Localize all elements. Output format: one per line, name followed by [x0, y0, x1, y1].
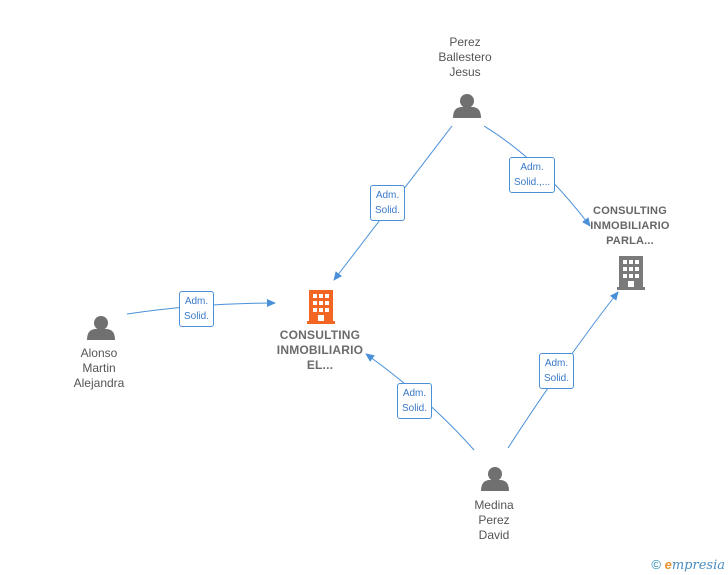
- company-name-line: CONSULTING: [593, 205, 667, 217]
- company-name-line: INMOBILIARIO: [590, 220, 670, 232]
- person-label-alonso[interactable]: Alonso Martin Alejandra: [39, 346, 159, 391]
- person-name-line: Jesus: [449, 65, 481, 79]
- person-icon: [481, 467, 509, 491]
- person-name-line: Martin: [82, 361, 116, 375]
- edge-role-line: Adm.: [184, 296, 209, 307]
- person-label-perez[interactable]: Perez Ballestero Jesus: [405, 35, 525, 80]
- building-icon: [617, 256, 645, 290]
- edge-role-line: Solid.,...: [514, 177, 551, 188]
- person-name-line: Ballestero: [438, 50, 492, 64]
- edge-role-line: Adm.: [402, 388, 427, 399]
- person-name-line: Medina: [474, 498, 514, 512]
- edge-role-line: Adm.: [375, 190, 400, 201]
- edge-role-line: Adm.: [544, 358, 569, 369]
- edge-label-perez-parla[interactable]: Adm. Solid.,...: [509, 157, 556, 193]
- edge-role-line: Solid.: [402, 403, 428, 414]
- brand-footer[interactable]: © empresia: [651, 557, 725, 573]
- edge-label-alonso-el[interactable]: Adm. Solid.: [179, 291, 215, 327]
- person-name-line: Perez: [449, 35, 481, 49]
- person-label-medina[interactable]: Medina Perez David: [434, 498, 554, 543]
- building-icon: [307, 290, 335, 324]
- company-label-el[interactable]: CONSULTING INMOBILIARIO EL...: [260, 328, 380, 373]
- company-name-line: CONSULTING: [279, 328, 361, 342]
- person-icon: [87, 316, 115, 340]
- edge-label-medina-el[interactable]: Adm. Solid.: [397, 383, 433, 419]
- edge-label-medina-parla[interactable]: Adm. Solid.: [539, 353, 575, 389]
- edge-label-perez-el[interactable]: Adm. Solid.: [370, 185, 406, 221]
- edge-role-line: Solid.: [544, 373, 570, 384]
- company-name-line: EL...: [306, 358, 334, 372]
- person-icon: [453, 94, 481, 118]
- edge-role-line: Solid.: [184, 311, 210, 322]
- person-name-line: Alejandra: [73, 376, 125, 390]
- edge-role-line: Adm.: [520, 162, 544, 173]
- person-name-line: Alonso: [80, 346, 118, 360]
- person-name-line: David: [478, 528, 510, 542]
- copyright-symbol: ©: [651, 557, 661, 572]
- brand-logo-e: e: [664, 557, 672, 572]
- person-name-line: Perez: [478, 513, 510, 527]
- edge-role-line: Solid.: [375, 205, 401, 216]
- company-name-line: INMOBILIARIO: [276, 343, 364, 357]
- brand-logo-text: mpresia: [671, 558, 725, 573]
- company-label-parla[interactable]: CONSULTING INMOBILIARIO PARLA...: [570, 204, 690, 249]
- company-name-line: PARLA...: [606, 235, 654, 247]
